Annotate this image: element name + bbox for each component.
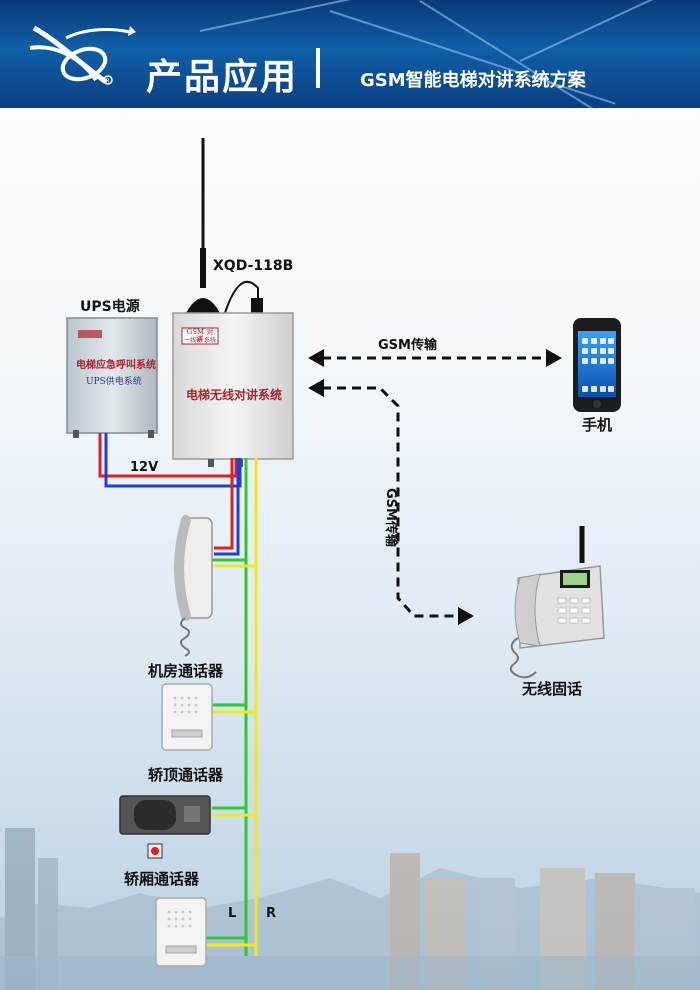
gsm-vertical-label: GSM传输 <box>383 488 398 547</box>
main-unit-badge-line1: GSM 对讲 <box>186 328 214 343</box>
page-title: 产品应用 <box>146 57 299 98</box>
wire-r-label: R <box>266 906 277 921</box>
ups-line2-text: UPS供电系统 <box>86 377 142 387</box>
car-top-intercom-icon <box>161 683 213 751</box>
gsm-link-phone <box>308 349 562 367</box>
car-top-intercom-label: 轿顶通话器 <box>148 766 224 784</box>
power-wires <box>98 433 242 488</box>
bus-wires <box>204 458 258 956</box>
car-inside-speaker-icon <box>119 795 211 859</box>
title-divider <box>316 48 320 88</box>
header-light-streak <box>199 0 455 32</box>
machine-room-intercom-label: 机房通话器 <box>148 662 224 680</box>
machine-room-handset-icon <box>174 515 213 657</box>
wireless-landline-icon <box>509 526 605 679</box>
main-unit-box <box>172 312 294 467</box>
company-logo-icon: R <box>29 25 136 85</box>
svg-text:R: R <box>106 78 110 85</box>
gsm-horizontal-label: GSM传输 <box>378 338 437 353</box>
main-unit-badge-line2: 一线通 系统 <box>184 337 216 344</box>
city-skyline-background <box>0 828 700 990</box>
header-banner: R 产品应用 GSM智能电梯对讲系统方案 <box>0 0 700 108</box>
ups-line1-text: 电梯应急呼叫系统 <box>76 360 156 371</box>
diagram-canvas <box>0 138 700 990</box>
main-unit-name-text: 电梯无线对讲系统 <box>186 388 283 402</box>
bottom-intercom-icon <box>155 897 207 967</box>
landline-label: 无线固话 <box>522 680 583 698</box>
gsm-link-landline <box>308 379 474 625</box>
wire-l-label: L <box>228 906 237 921</box>
ups-title-label: UPS电源 <box>80 299 140 315</box>
mobile-phone-icon <box>573 318 621 412</box>
mobile-phone-label: 手机 <box>582 416 613 434</box>
voltage-label: 12V <box>130 460 159 475</box>
system-diagram: XQD-118B UPS电源 GSM 对讲 一线通 系统 电梯无线对讲系统 电梯… <box>0 108 700 990</box>
antenna-icon <box>186 138 263 314</box>
page-subtitle: GSM智能电梯对讲系统方案 <box>360 70 586 91</box>
main-unit-model-label: XQD-118B <box>213 258 294 274</box>
ups-box <box>66 317 158 438</box>
car-inside-intercom-label: 轿厢通话器 <box>124 870 200 888</box>
header-light-streak <box>519 0 700 62</box>
